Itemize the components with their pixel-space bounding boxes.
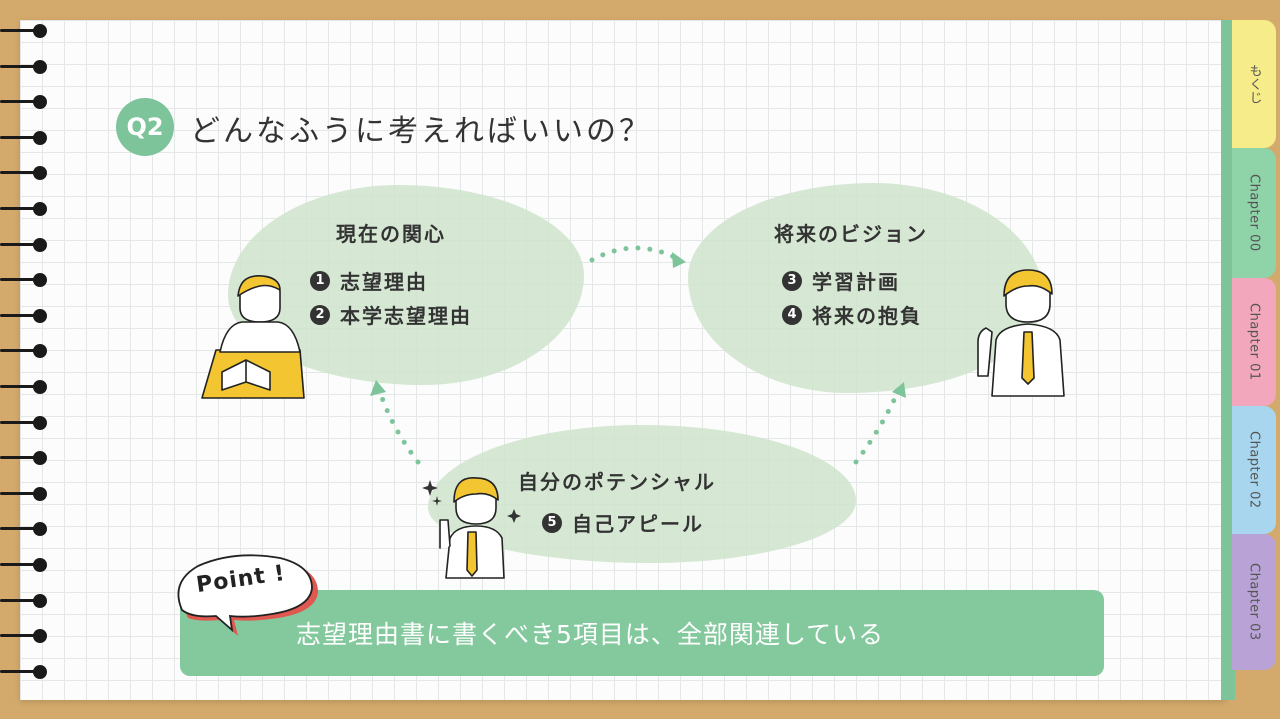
spiral-ring: [0, 166, 52, 181]
spiral-ring: [0, 629, 52, 644]
spiral-ring: [0, 202, 52, 216]
tab-chapter-02[interactable]: Chapter 02: [1232, 406, 1276, 534]
arrow-potential-to-future: [853, 382, 906, 465]
tab-label: もくじ: [1246, 63, 1262, 105]
tab-chapter-03[interactable]: Chapter 03: [1232, 534, 1276, 670]
spiral-binding: [0, 24, 60, 704]
tab-label: Chapter 03: [1246, 563, 1262, 641]
number-badge: 5: [542, 512, 562, 533]
spiral-ring: [0, 237, 52, 252]
spiral-ring: [0, 451, 52, 466]
spiral-ring: [0, 59, 52, 74]
spiral-ring: [0, 24, 52, 38]
spiral-ring: [0, 380, 52, 394]
number-badge: 2: [310, 304, 330, 325]
point-speech-bubble: [177, 554, 318, 636]
arrow-potential-to-current: [370, 380, 421, 465]
point-message: 志望理由書に書くべき5項目は、全部関連している: [296, 620, 885, 649]
spiral-ring: [0, 95, 52, 110]
spiral-ring: [0, 558, 52, 572]
page-edge: [1221, 20, 1235, 700]
spiral-ring: [0, 593, 52, 608]
spiral-ring: [0, 344, 52, 359]
tab-label: Chapter 01: [1246, 303, 1262, 381]
number-badge: 1: [310, 270, 330, 291]
spiral-ring: [0, 130, 52, 145]
question-badge: Q2: [116, 98, 174, 156]
spiral-ring: [0, 664, 52, 679]
spiral-ring: [0, 308, 52, 323]
tab-chapter-01[interactable]: Chapter 01: [1232, 278, 1276, 406]
spiral-ring: [0, 273, 52, 288]
businessman-illustration: [977, 269, 1065, 397]
page-title: どんなふうに考えればいいの？: [190, 114, 652, 149]
current-interest-title: 現在の関心: [330, 218, 452, 247]
tab-contents[interactable]: もくじ: [1232, 20, 1276, 148]
student-studying-illustration: [201, 275, 305, 399]
number-badge: 3: [782, 270, 802, 291]
tab-chapter-00[interactable]: Chapter 00: [1232, 148, 1276, 278]
potential-title: 自分のポテンシャル: [512, 466, 722, 495]
arrow-current-to-future: [589, 245, 686, 268]
tab-label: Chapter 00: [1246, 174, 1262, 252]
spiral-ring: [0, 486, 52, 501]
future-vision-title: 将来のビジョン: [768, 218, 934, 247]
number-badge: 4: [782, 304, 802, 325]
tab-label: Chapter 02: [1246, 431, 1262, 509]
boy-pointing-illustration: [422, 477, 521, 579]
spiral-ring: [0, 522, 52, 537]
point-banner: [180, 590, 1104, 676]
spiral-ring: [0, 415, 52, 430]
